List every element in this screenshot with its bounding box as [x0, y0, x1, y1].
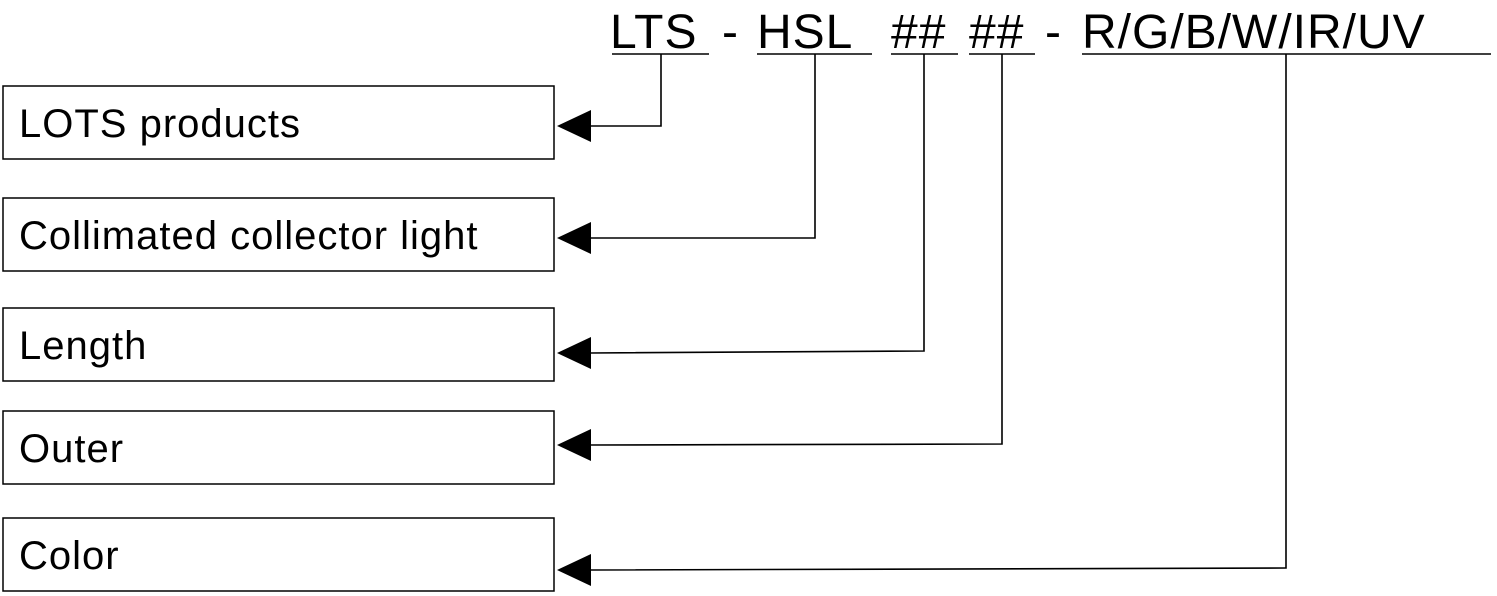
arrowhead-icon — [557, 429, 591, 461]
description-label: Color — [19, 534, 120, 578]
arrowhead-icon — [557, 110, 591, 142]
description-box-outer: Outer — [2, 410, 555, 485]
description-box-color: Color — [2, 517, 555, 592]
connectors — [557, 54, 1287, 586]
arrowhead-icon — [557, 222, 591, 254]
code-colors: R/G/B/W/IR/UV — [1082, 6, 1426, 59]
description-label: Collimated collector light — [19, 214, 479, 258]
connector-outer — [557, 54, 1003, 461]
description-box-series: Collimated collector light — [2, 197, 555, 272]
description-label: Outer — [19, 427, 124, 471]
code-length: ## — [891, 6, 946, 59]
description-box-prefix: LOTS products — [2, 85, 555, 160]
connector-prefix — [557, 54, 662, 142]
connector-color — [557, 54, 1287, 586]
description-box-length: Length — [2, 307, 555, 382]
description-label: Length — [19, 324, 147, 368]
description-boxes: LOTS products Collimated collector light… — [2, 85, 555, 592]
code-series: HSL — [757, 6, 853, 59]
part-number-code: LTS - HSL ## ## - R/G/B/W/IR/UV — [610, 6, 1426, 59]
code-dash-1: - — [722, 6, 739, 59]
arrowhead-icon — [557, 554, 591, 586]
code-outer: ## — [969, 6, 1024, 59]
connector-series — [557, 54, 816, 254]
description-label: LOTS products — [19, 102, 301, 146]
connector-length — [557, 54, 925, 369]
code-prefix: LTS — [610, 6, 697, 59]
code-dash-2: - — [1045, 6, 1062, 59]
arrowhead-icon — [557, 337, 591, 369]
